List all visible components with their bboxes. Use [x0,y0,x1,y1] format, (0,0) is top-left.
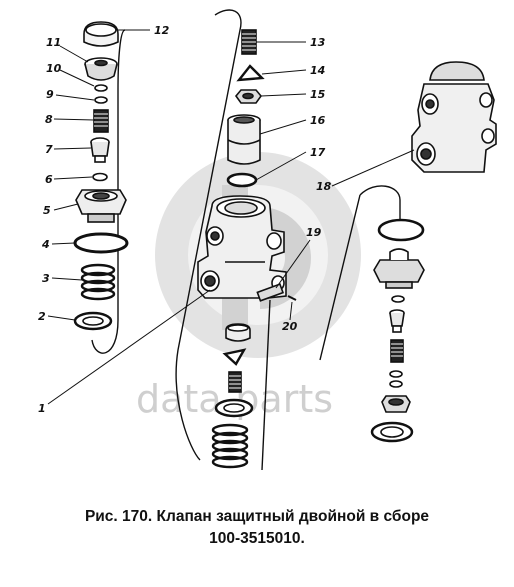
callout-14: 14 [310,64,325,77]
figure-caption-line2: 100-3515010. [209,530,305,547]
assembly-guide-center-lower [261,299,271,471]
part-8-spring [93,109,109,133]
callout-7: 7 [45,143,53,156]
callout-16: 16 [310,114,326,127]
part-17-o-ring [226,172,258,188]
figure-caption-line1: Рис. 170. Клапан защитный двойной в сбор… [84,508,430,525]
callout-19: 19 [306,226,322,239]
assembly-guide-left [91,29,126,354]
callout-6: 6 [45,173,53,186]
callout-18: 18 [316,180,332,193]
callout-12: 12 [154,24,170,37]
part-right-spring [390,339,404,363]
part-20-pin [287,295,297,301]
part-10-washer [94,84,108,92]
part-2-washer [73,311,113,331]
part-lower-triangle [222,348,247,366]
part-right-valve [389,309,405,333]
callout-4: 4 [41,238,50,251]
part-right-seat [373,248,425,289]
part-right-nut [381,395,411,413]
part-right-ring-a [389,370,403,378]
callout-10: 10 [46,62,62,75]
part-lower-spring-large [211,423,249,469]
callout-17: 17 [310,146,326,159]
part-14-triangle-plate [236,64,265,82]
callout-8: 8 [45,113,53,126]
callout-13: 13 [310,36,326,49]
part-right-washer [391,295,405,303]
part-1-housing [197,195,287,299]
part-7-valve [90,137,110,163]
part-right-ring-b [389,380,403,388]
assembly-guide-right2 [319,194,361,361]
callout-11: 11 [46,36,61,49]
part-right-lower-washer [370,421,414,443]
part-13-spring [241,29,257,55]
callout-15: 15 [310,88,326,101]
callout-9: 9 [46,88,54,101]
part-3-spring [80,263,116,301]
callout-20: 20 [282,320,298,333]
part-lower-washer [214,398,254,418]
part-19-screen [256,283,285,302]
part-18-assembled-valve [411,61,497,173]
callout-5: 5 [43,204,51,217]
part-lower-cap [225,323,251,342]
part-4-o-ring [73,232,129,254]
leader-lines [47,29,415,405]
part-11-nut [84,57,118,81]
callout-1: 1 [38,402,46,415]
callout-2: 2 [38,310,46,323]
assembly-guide-right [359,185,401,225]
callout-3: 3 [42,272,50,285]
part-5-seat [75,189,127,223]
part-16-piston [227,114,261,165]
part-6-ring [92,172,108,182]
part-right-o-ring [377,218,425,242]
part-12-cap [83,21,119,47]
part-lower-spring-small [228,371,242,393]
part-15-nut [234,89,263,104]
assembly-guide-center [175,9,242,461]
part-9-washer [94,96,108,104]
